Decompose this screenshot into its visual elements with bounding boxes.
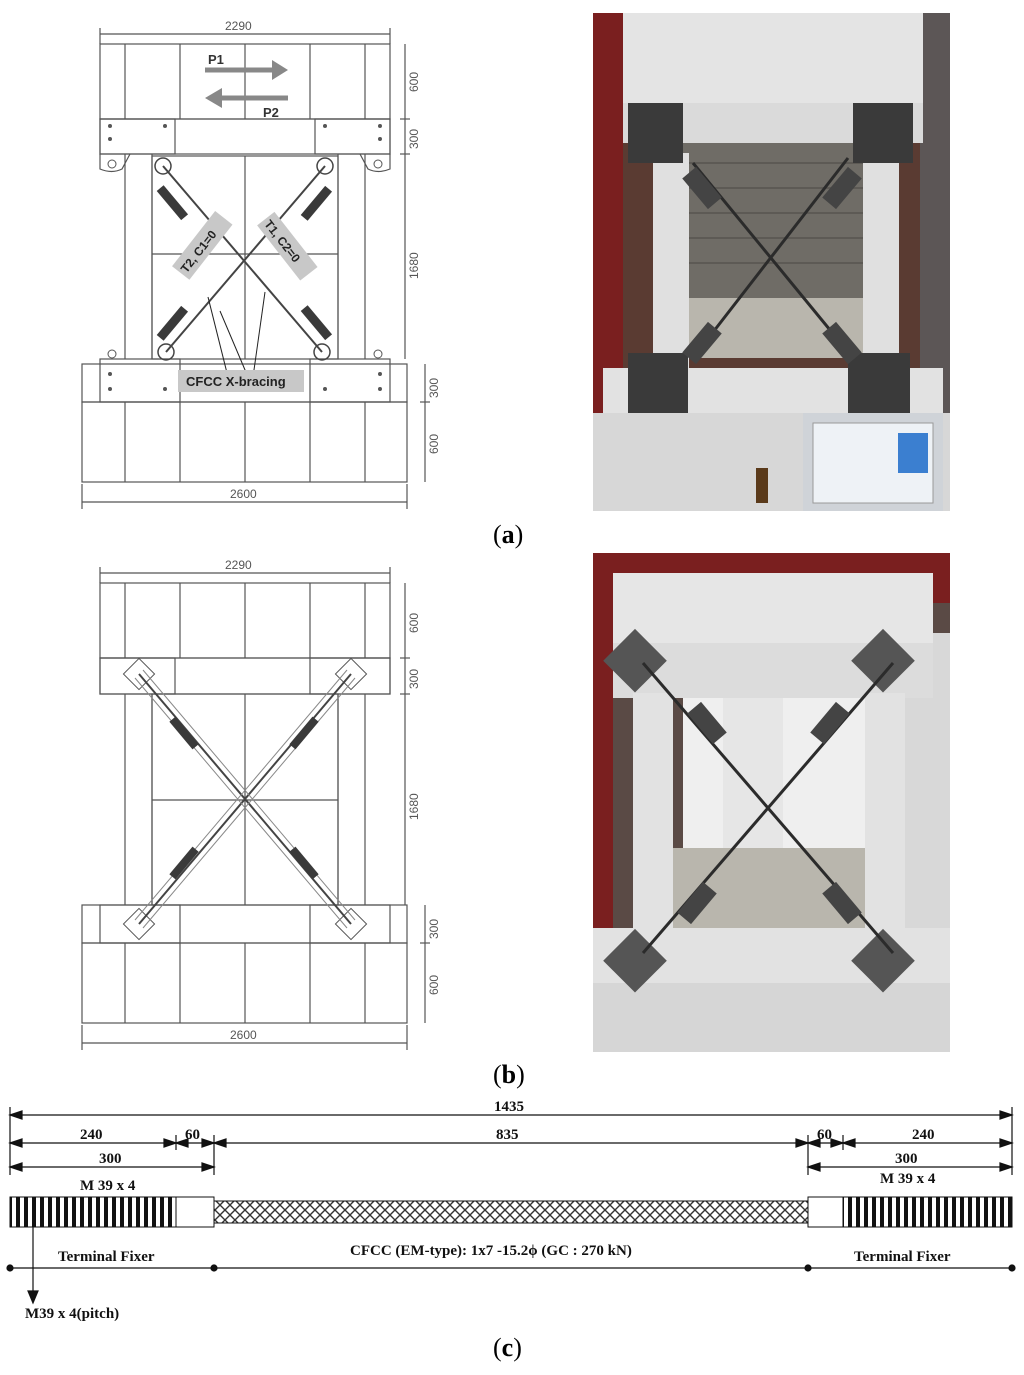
panel-c-drawing: 1435 240 60 835 60 240 300 300 M 39 x 4 … [6,1099,1016,1322]
dim-right-beam-a: 300 [407,129,421,149]
cable-spec-label: CFCC (EM-type): 1x7 -15.2ϕ (GC : 270 kN) [350,1243,632,1259]
pitch-note: M39 x 4(pitch) [25,1306,119,1322]
caption-open: ( [493,520,502,549]
load-p1-label: P1 [208,52,224,67]
dim-bottom-b: 2600 [230,1028,257,1042]
dim-top-a: 2290 [225,19,252,33]
dim-right-60: 60 [817,1127,832,1143]
dim-right-column-a: 1680 [407,252,421,279]
caption-letter: a [501,520,515,549]
caption-close: ) [514,520,524,549]
terminal-fixer-right: Terminal Fixer [854,1249,951,1265]
panel-b-drawing: 2290 2600 600 300 1680 300 600 [81,558,440,1050]
panel-a-caption: (a) [493,520,523,550]
caption-letter: c [501,1333,514,1362]
caption-close: ) [513,1333,522,1362]
dim-mid-835: 835 [496,1127,519,1143]
caption-open: ( [493,1333,502,1362]
dim-right-beam-b: 300 [407,669,421,689]
dim-right-base-beam-a: 300 [427,378,440,398]
dim-right-column-b: 1680 [407,793,421,820]
cfcc-bracing-label: CFCC X-bracing [186,374,286,389]
dim-right-top-a: 600 [407,72,421,92]
thread-right-label: M 39 x 4 [880,1171,936,1187]
dim-right-240: 240 [912,1127,935,1143]
panel-c-caption: (c) [493,1333,522,1363]
dim-right-base-a: 600 [427,434,440,454]
thread-left-label: M 39 x 4 [80,1178,136,1194]
dim-top-b: 2290 [225,558,252,572]
dim-left-60: 60 [185,1127,200,1143]
caption-close: ) [516,1060,525,1089]
dim-right-base-beam-b: 300 [427,919,440,939]
dim-right-top-b: 600 [407,613,421,633]
dim-right-base-b: 600 [427,975,440,995]
panel-a-photo [593,13,950,511]
panel-b-caption: (b) [493,1060,525,1090]
panel-b-photo [593,553,950,1052]
dim-total-1435: 1435 [494,1099,524,1115]
dim-right-300: 300 [895,1151,918,1167]
caption-open: ( [493,1060,502,1089]
terminal-fixer-left: Terminal Fixer [58,1249,155,1265]
dim-left-300: 300 [99,1151,122,1167]
panel-a-drawing: P1 P2 T2, C1=0 T1, C2=0 CFCC X-bracing 2… [81,19,440,509]
dim-bottom-a: 2600 [230,487,257,501]
dim-left-240: 240 [80,1127,103,1143]
caption-letter: b [501,1060,517,1089]
load-p2-label: P2 [263,105,279,120]
